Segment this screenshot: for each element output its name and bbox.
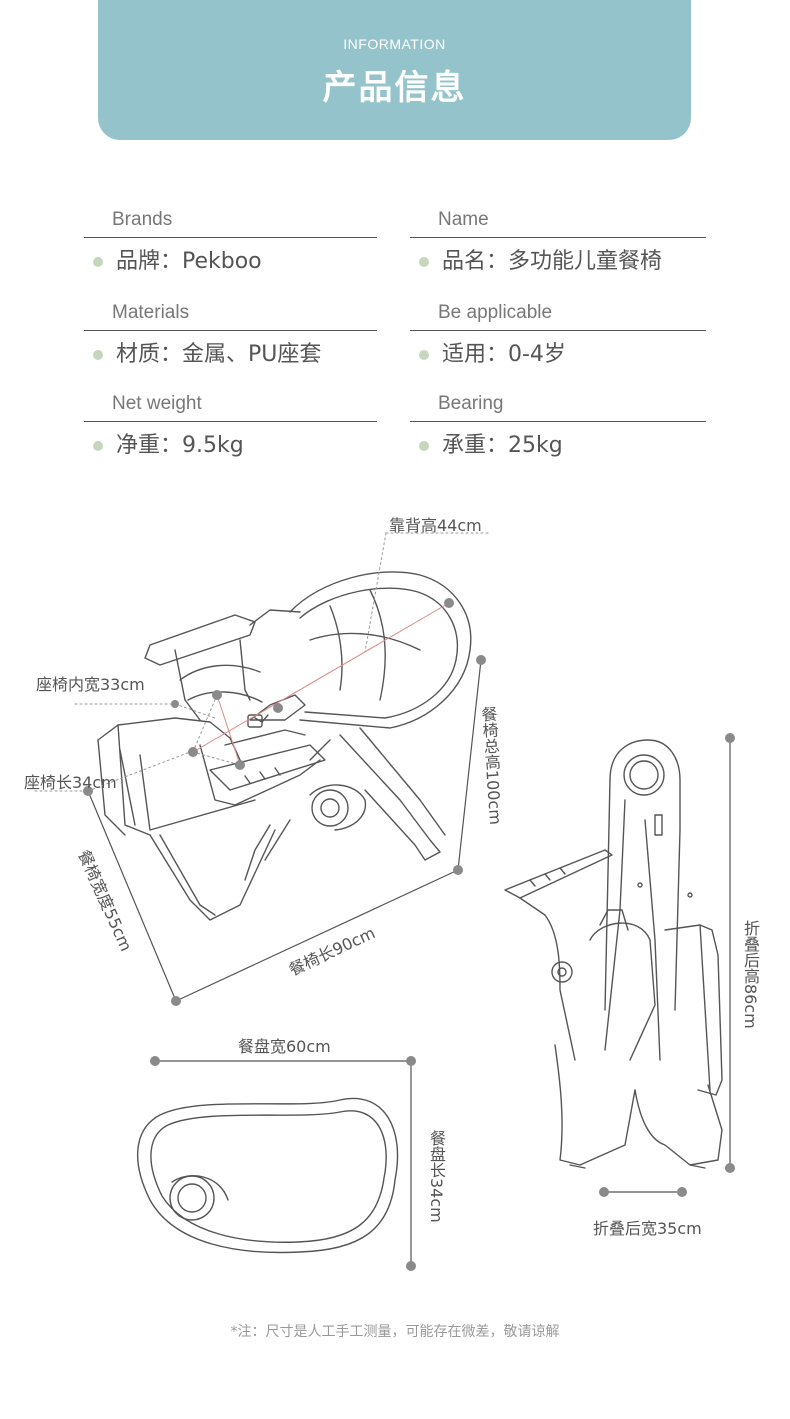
- folded-height-label: 折叠后高86cm: [741, 920, 760, 1029]
- spec-label: Brands: [112, 209, 173, 230]
- spec-label: Name: [438, 209, 489, 230]
- bullet-icon: [93, 441, 103, 451]
- bullet-icon: [419, 257, 429, 267]
- spec-label: Bearing: [438, 393, 504, 414]
- folded-chair-illustration: [504, 739, 723, 1169]
- tray-length-label: 餐盘长34cm: [427, 1130, 446, 1223]
- high-chair-illustration: [97, 571, 472, 921]
- spec-divider: [410, 237, 706, 238]
- info-header: INFORMATION 产品信息: [98, 0, 691, 140]
- spec-label: Be applicable: [438, 302, 553, 323]
- spec-label: Materials: [112, 302, 190, 323]
- folded-width-label: 折叠后宽35cm: [593, 1219, 702, 1238]
- spec-value: 承重：25kg: [442, 433, 563, 458]
- spec-divider: [84, 330, 377, 331]
- spec-divider: [84, 421, 377, 422]
- spec-divider: [410, 421, 706, 422]
- bullet-icon: [93, 257, 103, 267]
- bullet-icon: [419, 350, 429, 360]
- tray-illustration: [137, 1097, 399, 1254]
- bullet-icon: [419, 441, 429, 451]
- spec-divider: [410, 330, 706, 331]
- spec-label: Net weight: [112, 393, 202, 414]
- seat-length-label: 座椅长34cm: [24, 773, 117, 792]
- measurement-note: *注：尺寸是人工手工测量，可能存在微差，敬请谅解: [230, 1324, 560, 1340]
- spec-value: 材质：金属、PU座套: [116, 342, 322, 367]
- spec-value: 品名：多功能儿童餐椅: [442, 249, 663, 274]
- seat-inner-width-label: 座椅内宽33cm: [36, 675, 145, 694]
- spec-value: 适用：0-4岁: [442, 342, 566, 367]
- spec-value: 净重：9.5kg: [116, 433, 244, 458]
- measure-points: [83, 598, 735, 1271]
- bullet-icon: [93, 350, 103, 360]
- header-title: 产品信息: [322, 68, 467, 108]
- spec-value: 品牌：Pekboo: [116, 249, 262, 274]
- tray-width-label: 餐盘宽60cm: [238, 1037, 331, 1056]
- backrest-height-label: 靠背高44cm: [389, 516, 482, 535]
- header-subtitle: INFORMATION: [343, 36, 446, 52]
- spec-divider: [84, 237, 377, 238]
